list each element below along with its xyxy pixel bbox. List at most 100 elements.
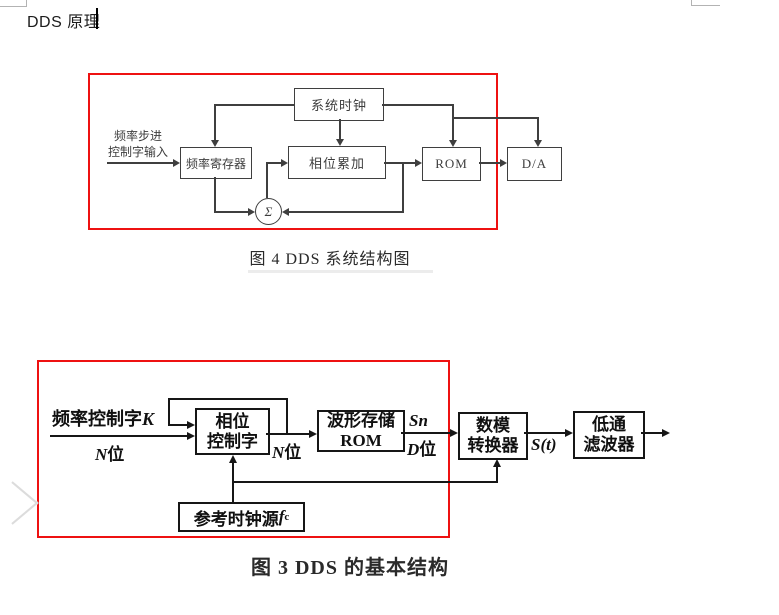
connector-rom-to-da [479, 162, 503, 164]
figure3-caption: 图 3 DDS 的基本结构 [250, 557, 449, 579]
block-rom-label: ROM [435, 156, 468, 171]
connector-lpf-output [641, 432, 662, 434]
connector-input-to-freqreg [107, 162, 173, 164]
label-st: S(t) [531, 435, 557, 455]
block-dac-line1: 数模 [476, 416, 510, 435]
block-waveform-rom-line1: 波形存储 [327, 411, 395, 430]
margin-mark-top-left-h [0, 6, 26, 7]
sigma-symbol: Σ [264, 203, 273, 219]
block-adder: Σ [255, 198, 282, 225]
block-lpf-line1: 低通 [592, 415, 626, 434]
label-freq-control-word: 频率控制字K [52, 405, 154, 431]
label-n-bits-left: N位 [95, 440, 124, 465]
connector-loop-left-v [168, 398, 170, 426]
block-freq-register-label: 频率寄存器 [185, 156, 246, 171]
arrow-into-adder-right [282, 208, 289, 216]
connector-clock-to-freqreg-h [215, 104, 294, 106]
connector-phaseword-to-rom [266, 433, 309, 435]
block-dac: 数模 转换器 [458, 412, 528, 460]
connector-clock-to-da-h [452, 117, 538, 119]
arrow-into-da-top [534, 140, 542, 147]
connector-feedback-v [402, 163, 404, 213]
document-title-text[interactable]: DDS 原理 [27, 14, 101, 31]
connector-rom-to-dac [401, 432, 450, 434]
connector-loop-top [168, 398, 288, 400]
label-sn-text: Sn [409, 411, 428, 430]
connector-refclk-to-dac-v [496, 466, 498, 483]
block-ref-clock-text: 参考时钟源 [193, 509, 279, 529]
connector-adder-to-phaseacc-v [266, 163, 268, 198]
label-freq-word-k: K [142, 409, 155, 429]
ref-clock-f-symbol: f [278, 507, 285, 526]
block-phase-control-word: 相位 控制字 [195, 408, 270, 455]
arrow-into-freqreg-top [211, 140, 219, 147]
margin-mark-top-right [691, 0, 692, 6]
arrow-into-phaseword-loop [187, 421, 195, 429]
block-dac-line2: 转换器 [467, 436, 519, 455]
block-phase-accum-label: 相位累加 [308, 156, 365, 171]
label-freq-word-text: 频率控制字 [52, 409, 142, 429]
block-rom: ROM [422, 147, 481, 181]
label-d-text: 位 [419, 440, 437, 459]
arrow-into-phaseword-main [187, 432, 195, 440]
connector-dac-to-lpf [524, 432, 566, 434]
arrow-into-phaseword-bottom [229, 455, 237, 463]
connector-clock-right-h [382, 104, 453, 106]
connector-input-to-phaseword [50, 435, 188, 437]
scan-artifact [11, 501, 39, 525]
margin-mark-top-right-h [691, 5, 720, 6]
arrow-into-dac-bottom [493, 459, 501, 467]
label-freq-step-line2: 控制字输入 [107, 145, 168, 159]
label-d-sym: D [407, 440, 420, 459]
block-da-label: D/A [521, 156, 548, 171]
connector-clock-to-rom-v [452, 104, 454, 140]
arrow-into-lpf-left [565, 429, 573, 437]
block-phase-word-line1: 相位 [215, 411, 250, 431]
scan-artifact [11, 481, 39, 505]
block-waveform-rom-line2: ROM [340, 431, 382, 450]
arrow-output-right [662, 429, 670, 437]
label-freq-step-line1: 频率步进 [113, 129, 162, 143]
arrow-into-phaseacc-top [336, 139, 344, 146]
arrow-into-dac-left [450, 429, 458, 437]
arrow-into-freqreg-left [173, 159, 180, 167]
block-lpf: 低通 滤波器 [573, 411, 645, 459]
text-cursor [96, 8, 98, 29]
arrow-into-adder-left [248, 208, 255, 216]
label-n-left-sym: N [95, 445, 108, 464]
label-st-text: S(t) [531, 435, 557, 454]
ref-clock-sub-c: c [284, 511, 290, 523]
block-waveform-rom: 波形存储 ROM [317, 410, 405, 452]
block-system-clock-label: 系统时钟 [310, 98, 367, 113]
arrow-into-rom-left [415, 159, 422, 167]
connector-feedback-h [289, 211, 404, 213]
scan-artifact [248, 270, 433, 273]
connector-clock-to-da-v [537, 117, 539, 140]
figure4-highlight-box [88, 73, 498, 230]
block-system-clock: 系统时钟 [294, 88, 384, 121]
block-freq-register: 频率寄存器 [180, 147, 252, 179]
block-phase-word-line2: 控制字 [207, 431, 258, 451]
block-lpf-line2: 滤波器 [583, 435, 635, 454]
label-n-bits-mid: N位 [272, 438, 301, 463]
connector-adder-to-phaseacc-h [266, 162, 282, 164]
connector-phaseacc-to-rom [384, 162, 415, 164]
connector-clock-to-freqreg-v [214, 104, 216, 140]
block-da: D/A [507, 147, 562, 181]
label-n-mid-sym: N [272, 443, 285, 462]
connector-freqreg-to-adder-v [214, 177, 216, 213]
connector-loop-left-h [168, 424, 187, 426]
connector-freqreg-to-adder-h [214, 211, 248, 213]
block-phase-accum: 相位累加 [288, 146, 386, 179]
margin-mark-top-left [26, 0, 27, 7]
arrow-into-phaseacc-left [281, 159, 288, 167]
label-n-left-text: 位 [107, 445, 125, 464]
figure4-caption: 图 4 DDS 系统结构图 [249, 251, 411, 268]
label-freq-step-input: 频率步进 控制字输入 [104, 128, 172, 160]
arrow-into-da-left [500, 159, 507, 167]
label-d-bits: D位 [407, 435, 436, 460]
connector-refclk-to-dac-h [232, 481, 498, 483]
label-sn: Sn [409, 411, 428, 431]
